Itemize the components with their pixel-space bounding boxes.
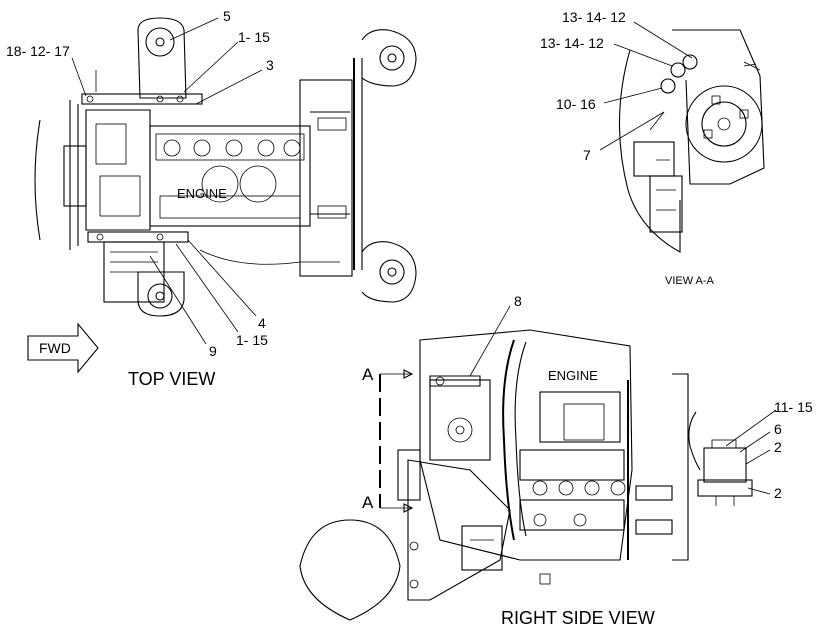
- callout-11-15: 11- 15: [774, 399, 813, 415]
- top-view-drawing: [34, 17, 417, 317]
- right-side-view-callouts: 8 11- 15 6 2 2: [514, 293, 813, 501]
- view-a-a-drawing: [618, 29, 765, 253]
- callout-4: 4: [258, 315, 266, 331]
- callout-1-15-bottom: 1- 15: [236, 332, 268, 348]
- right-side-view-title: RIGHT SIDE VIEW: [501, 608, 655, 628]
- callout-13-14-12-a: 13- 14- 12: [562, 9, 626, 25]
- section-mark-a-bottom: A: [362, 493, 374, 512]
- callout-18-12-17: 18- 12- 17: [6, 43, 70, 59]
- view-a-a-labels: VIEW A-A: [665, 275, 715, 287]
- callout-2-top: 2: [774, 439, 782, 455]
- top-view-title: TOP VIEW: [128, 369, 215, 389]
- callout-3: 3: [266, 57, 274, 73]
- fwd-label: FWD: [39, 340, 71, 356]
- callout-10-16: 10- 16: [556, 96, 596, 112]
- right-side-view-drawing: [299, 329, 753, 621]
- engine-label-side: ENGINE: [548, 368, 598, 383]
- fwd-arrow: FWD: [27, 322, 99, 374]
- callout-13-14-12-b: 13- 14- 12: [540, 35, 604, 51]
- callout-6: 6: [774, 421, 782, 437]
- section-view-title: VIEW A-A: [665, 275, 715, 287]
- callout-1-15-top: 1- 15: [238, 29, 270, 45]
- view-a-a-callouts: 13- 14- 12 13- 14- 12 10- 16 7: [540, 9, 626, 163]
- right-side-view-leaders: [469, 305, 777, 495]
- top-view-leaders: [71, 17, 263, 345]
- top-view-labels: ENGINE TOP VIEW: [128, 186, 227, 389]
- top-view-callouts: 5 1- 15 3 18- 12- 17 4 1- 15 9: [6, 8, 274, 359]
- section-mark-a-top: A: [362, 365, 374, 384]
- view-a-a-leaders: [599, 21, 693, 151]
- callout-8: 8: [514, 293, 522, 309]
- callout-2-bottom: 2: [774, 485, 782, 501]
- callout-7: 7: [583, 147, 591, 163]
- callout-9: 9: [209, 343, 217, 359]
- engine-label-top: ENGINE: [177, 186, 227, 201]
- right-side-view-labels: ENGINE A A RIGHT SIDE VIEW: [362, 365, 655, 628]
- callout-5: 5: [223, 8, 231, 24]
